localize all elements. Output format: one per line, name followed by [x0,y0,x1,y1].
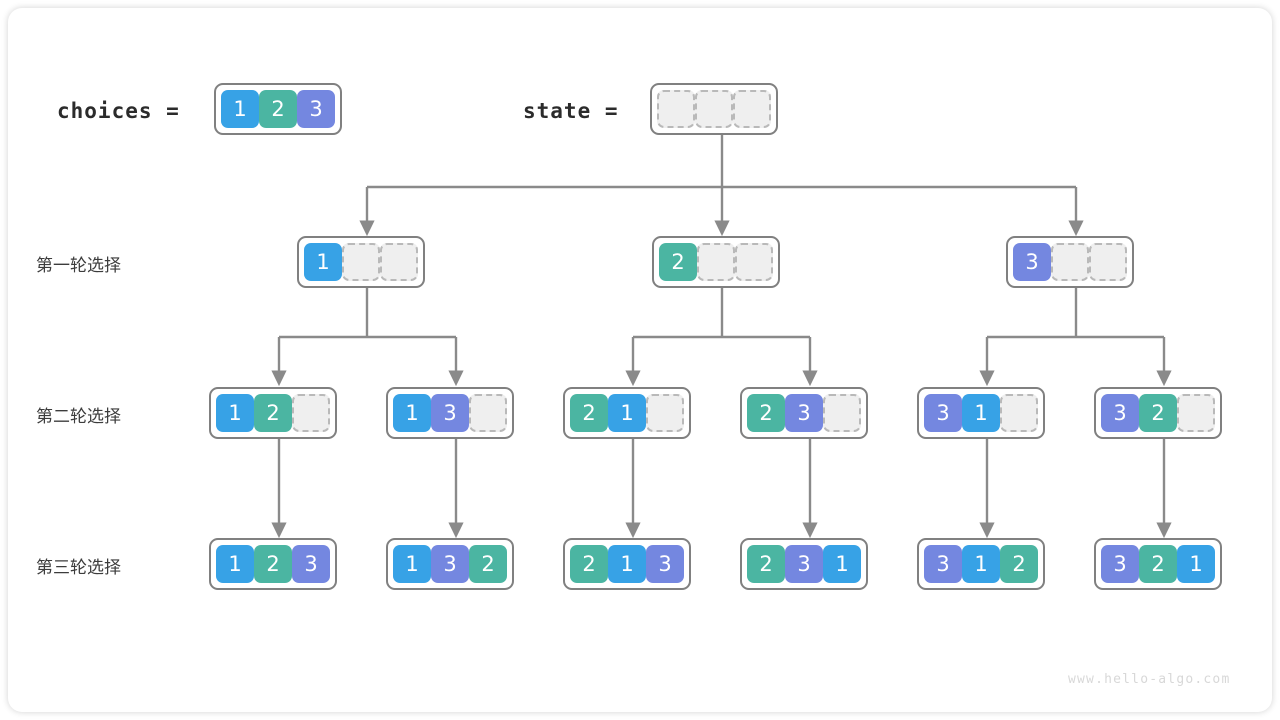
r2-n5-cell-2 [1000,394,1038,432]
r2-n2-cell-2 [469,394,507,432]
r2-n3-cell-1: 1 [608,394,646,432]
state-label: state = [523,99,619,123]
r2-n5-cell-0: 3 [924,394,962,432]
state-cell-2 [733,90,771,128]
r3-n5-cell-2: 2 [1000,545,1038,583]
state-node-r1-n3: 3 [1006,236,1134,288]
r3-n1-cell-0: 1 [216,545,254,583]
r1-n2-cell-2 [735,243,773,281]
r1-n1-cell-1 [342,243,380,281]
state-cell-1 [695,90,733,128]
r3-n4-cell-2: 1 [823,545,861,583]
r3-n6-cell-2: 1 [1177,545,1215,583]
r3-n2-cell-1: 3 [431,545,469,583]
r3-n3-cell-0: 2 [570,545,608,583]
r1-n2-cell-1 [697,243,735,281]
r2-n6-cell-0: 3 [1101,394,1139,432]
r3-n6-cell-1: 2 [1139,545,1177,583]
r3-n3-cell-2: 3 [646,545,684,583]
r1-n3-cell-0: 3 [1013,243,1051,281]
state-cell-0 [657,90,695,128]
r2-n4-cell-1: 3 [785,394,823,432]
watermark: www.hello-algo.com [1068,672,1231,687]
row-label-round-1: 第一轮选择 [36,256,121,276]
r3-n4-cell-1: 3 [785,545,823,583]
r3-n2-cell-0: 1 [393,545,431,583]
r2-n1-cell-2 [292,394,330,432]
r1-n3-cell-1 [1051,243,1089,281]
diagram-card [8,8,1272,712]
r3-n2-cell-2: 2 [469,545,507,583]
row-label-round-3: 第三轮选择 [36,558,121,578]
r2-n3-cell-0: 2 [570,394,608,432]
r2-n2-cell-0: 1 [393,394,431,432]
r3-n1-cell-1: 2 [254,545,292,583]
state-array [650,83,778,135]
r2-n1-cell-1: 2 [254,394,292,432]
r3-n5-cell-1: 1 [962,545,1000,583]
r2-n1-cell-0: 1 [216,394,254,432]
r3-n4-cell-0: 2 [747,545,785,583]
r3-n5-cell-0: 3 [924,545,962,583]
state-node-r1-n2: 2 [652,236,780,288]
r2-n2-cell-1: 3 [431,394,469,432]
state-node-r1-n1: 1 [297,236,425,288]
choices-label: choices = [57,99,180,123]
r1-n2-cell-0: 2 [659,243,697,281]
r2-n6-cell-2 [1177,394,1215,432]
row-label-round-2: 第二轮选择 [36,407,121,427]
r2-n3-cell-2 [646,394,684,432]
r3-n6-cell-0: 3 [1101,545,1139,583]
choices-cell-2: 3 [297,90,335,128]
r3-n1-cell-2: 3 [292,545,330,583]
r1-n3-cell-2 [1089,243,1127,281]
r3-n3-cell-1: 1 [608,545,646,583]
r2-n5-cell-1: 1 [962,394,1000,432]
r1-n1-cell-0: 1 [304,243,342,281]
choices-cell-0: 1 [221,90,259,128]
r2-n4-cell-2 [823,394,861,432]
choices-cell-1: 2 [259,90,297,128]
r2-n6-cell-1: 2 [1139,394,1177,432]
r2-n4-cell-0: 2 [747,394,785,432]
r1-n1-cell-2 [380,243,418,281]
